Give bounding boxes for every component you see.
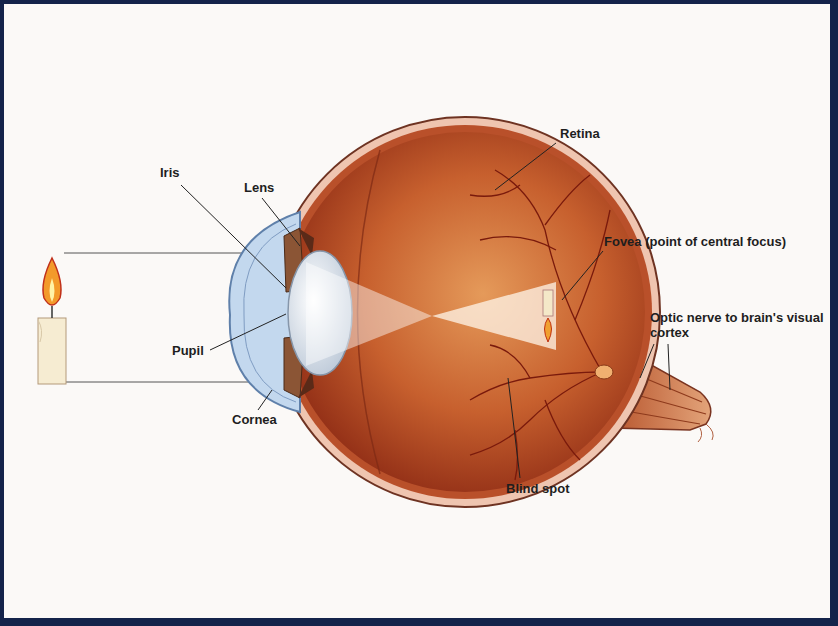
background-panel: IrisLens RetinaFovea (point of central fo…	[4, 4, 830, 618]
part-label: Iris	[160, 165, 180, 180]
part-label: Cornea	[232, 412, 277, 427]
part-label: Lens	[244, 180, 274, 195]
vessel	[480, 237, 556, 250]
part-label: Blind spot	[506, 481, 570, 496]
leader-line	[258, 390, 272, 410]
nerve-end	[698, 424, 713, 442]
leader-line	[668, 344, 670, 390]
light-cone	[306, 262, 432, 366]
optic-disc	[595, 365, 613, 379]
wax-drip	[38, 320, 42, 342]
part-label: Retina	[560, 126, 600, 141]
vessel	[470, 372, 602, 400]
image-flame	[545, 318, 552, 342]
sclera	[270, 117, 660, 507]
candle-body	[38, 318, 66, 384]
choroid	[278, 125, 652, 499]
vessel	[495, 170, 602, 372]
vessel	[575, 210, 610, 320]
wick	[51, 306, 53, 318]
flame	[43, 258, 61, 305]
part-label: Optic nerve to brain's visual cortex	[650, 310, 826, 340]
inverted-image	[543, 290, 553, 342]
leader-line	[508, 378, 520, 478]
part-label: Fovea (point of central focus)	[604, 234, 786, 249]
leader-line	[181, 185, 286, 288]
flame-core	[50, 278, 55, 302]
vessel	[470, 372, 602, 455]
vessel	[490, 345, 530, 378]
leader-line	[640, 344, 654, 378]
part-label: Pupil	[172, 343, 204, 358]
vessel	[470, 185, 520, 196]
leader-line	[210, 314, 286, 350]
leader-lines	[181, 143, 670, 478]
leader-line	[562, 251, 603, 300]
light-cone	[432, 282, 556, 350]
retina-interior	[285, 132, 645, 492]
candle	[38, 258, 66, 384]
vessel	[545, 400, 580, 460]
vessel	[545, 175, 590, 225]
leader-line	[262, 198, 300, 246]
image-candle	[543, 290, 553, 316]
leader-line	[495, 143, 556, 190]
